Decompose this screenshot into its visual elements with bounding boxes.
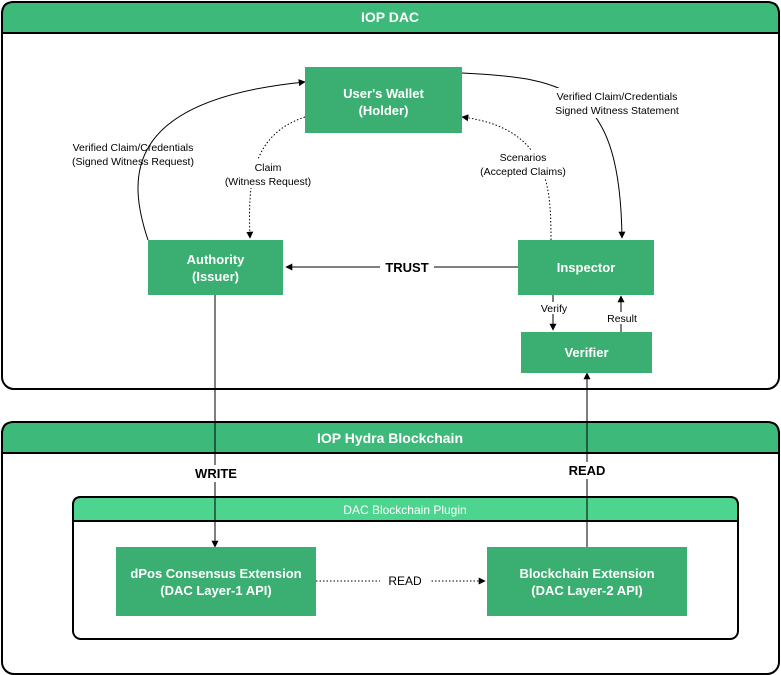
edge-inspector-to-wallet — [461, 114, 552, 241]
label-result: Result — [603, 312, 641, 325]
label-read-extension-text: READ — [388, 574, 422, 588]
label-read-verifier-text: READ — [569, 463, 606, 478]
hydra-container-title: IOP Hydra Blockchain — [317, 430, 463, 446]
node-inspector-title: Inspector — [557, 260, 616, 275]
node-authority[interactable]: Authority (Issuer) — [148, 240, 283, 295]
label-wallet-to-authority-line1: Claim — [255, 162, 282, 174]
node-users-wallet[interactable]: User's Wallet (Holder) — [305, 67, 462, 133]
node-dpos-title: dPos Consensus Extension — [130, 566, 301, 581]
label-read-extension: READ — [380, 573, 430, 589]
label-read-verifier: READ — [564, 462, 610, 479]
label-authority-to-wallet-line2: (Signed Witness Request) — [72, 156, 194, 168]
node-verifier-title: Verifier — [564, 345, 608, 360]
label-result-text: Result — [607, 313, 637, 325]
node-users-wallet-subtitle: (Holder) — [359, 103, 409, 118]
label-wallet-to-inspector: Verified Claim/Credentials Signed Witnes… — [545, 88, 690, 118]
label-inspector-to-wallet-line2: (Accepted Claims) — [480, 166, 566, 178]
label-wallet-to-authority: Claim (Witness Request) — [222, 160, 320, 188]
node-blockchain-extension[interactable]: Blockchain Extension (DAC Layer-2 API) — [487, 547, 687, 616]
label-authority-to-wallet: Verified Claim/Credentials (Signed Witne… — [72, 142, 194, 168]
label-write-text: WRITE — [195, 466, 237, 481]
label-trust: TRUST — [380, 259, 434, 276]
label-verify-text: Verify — [541, 303, 568, 315]
label-trust-text: TRUST — [385, 260, 428, 275]
label-authority-to-wallet-line1: Verified Claim/Credentials — [73, 142, 194, 154]
label-verify: Verify — [538, 302, 570, 315]
label-wallet-to-inspector-line2: Signed Witness Statement — [555, 105, 679, 117]
node-blockchain-ext-title: Blockchain Extension — [519, 566, 654, 581]
label-wallet-to-authority-line2: (Witness Request) — [225, 176, 311, 188]
node-inspector[interactable]: Inspector — [518, 240, 654, 295]
plugin-container-title: DAC Blockchain Plugin — [343, 503, 466, 517]
node-dpos-subtitle: (DAC Layer-1 API) — [160, 583, 271, 598]
node-authority-subtitle: (Issuer) — [192, 269, 239, 284]
node-users-wallet-title: User's Wallet — [343, 86, 424, 101]
node-authority-title: Authority — [187, 252, 246, 267]
edge-authority-to-wallet — [137, 79, 306, 241]
node-blockchain-ext-subtitle: (DAC Layer-2 API) — [531, 583, 642, 598]
node-dpos-consensus[interactable]: dPos Consensus Extension (DAC Layer-1 AP… — [116, 547, 316, 616]
label-wallet-to-inspector-line1: Verified Claim/Credentials — [557, 91, 678, 103]
label-write: WRITE — [190, 465, 242, 482]
dac-container: IOP DAC — [1, 1, 780, 390]
node-verifier[interactable]: Verifier — [521, 332, 652, 373]
dac-container-title: IOP DAC — [361, 9, 419, 25]
label-inspector-to-wallet-line1: Scenarios — [500, 152, 547, 164]
label-inspector-to-wallet: Scenarios (Accepted Claims) — [474, 150, 574, 178]
